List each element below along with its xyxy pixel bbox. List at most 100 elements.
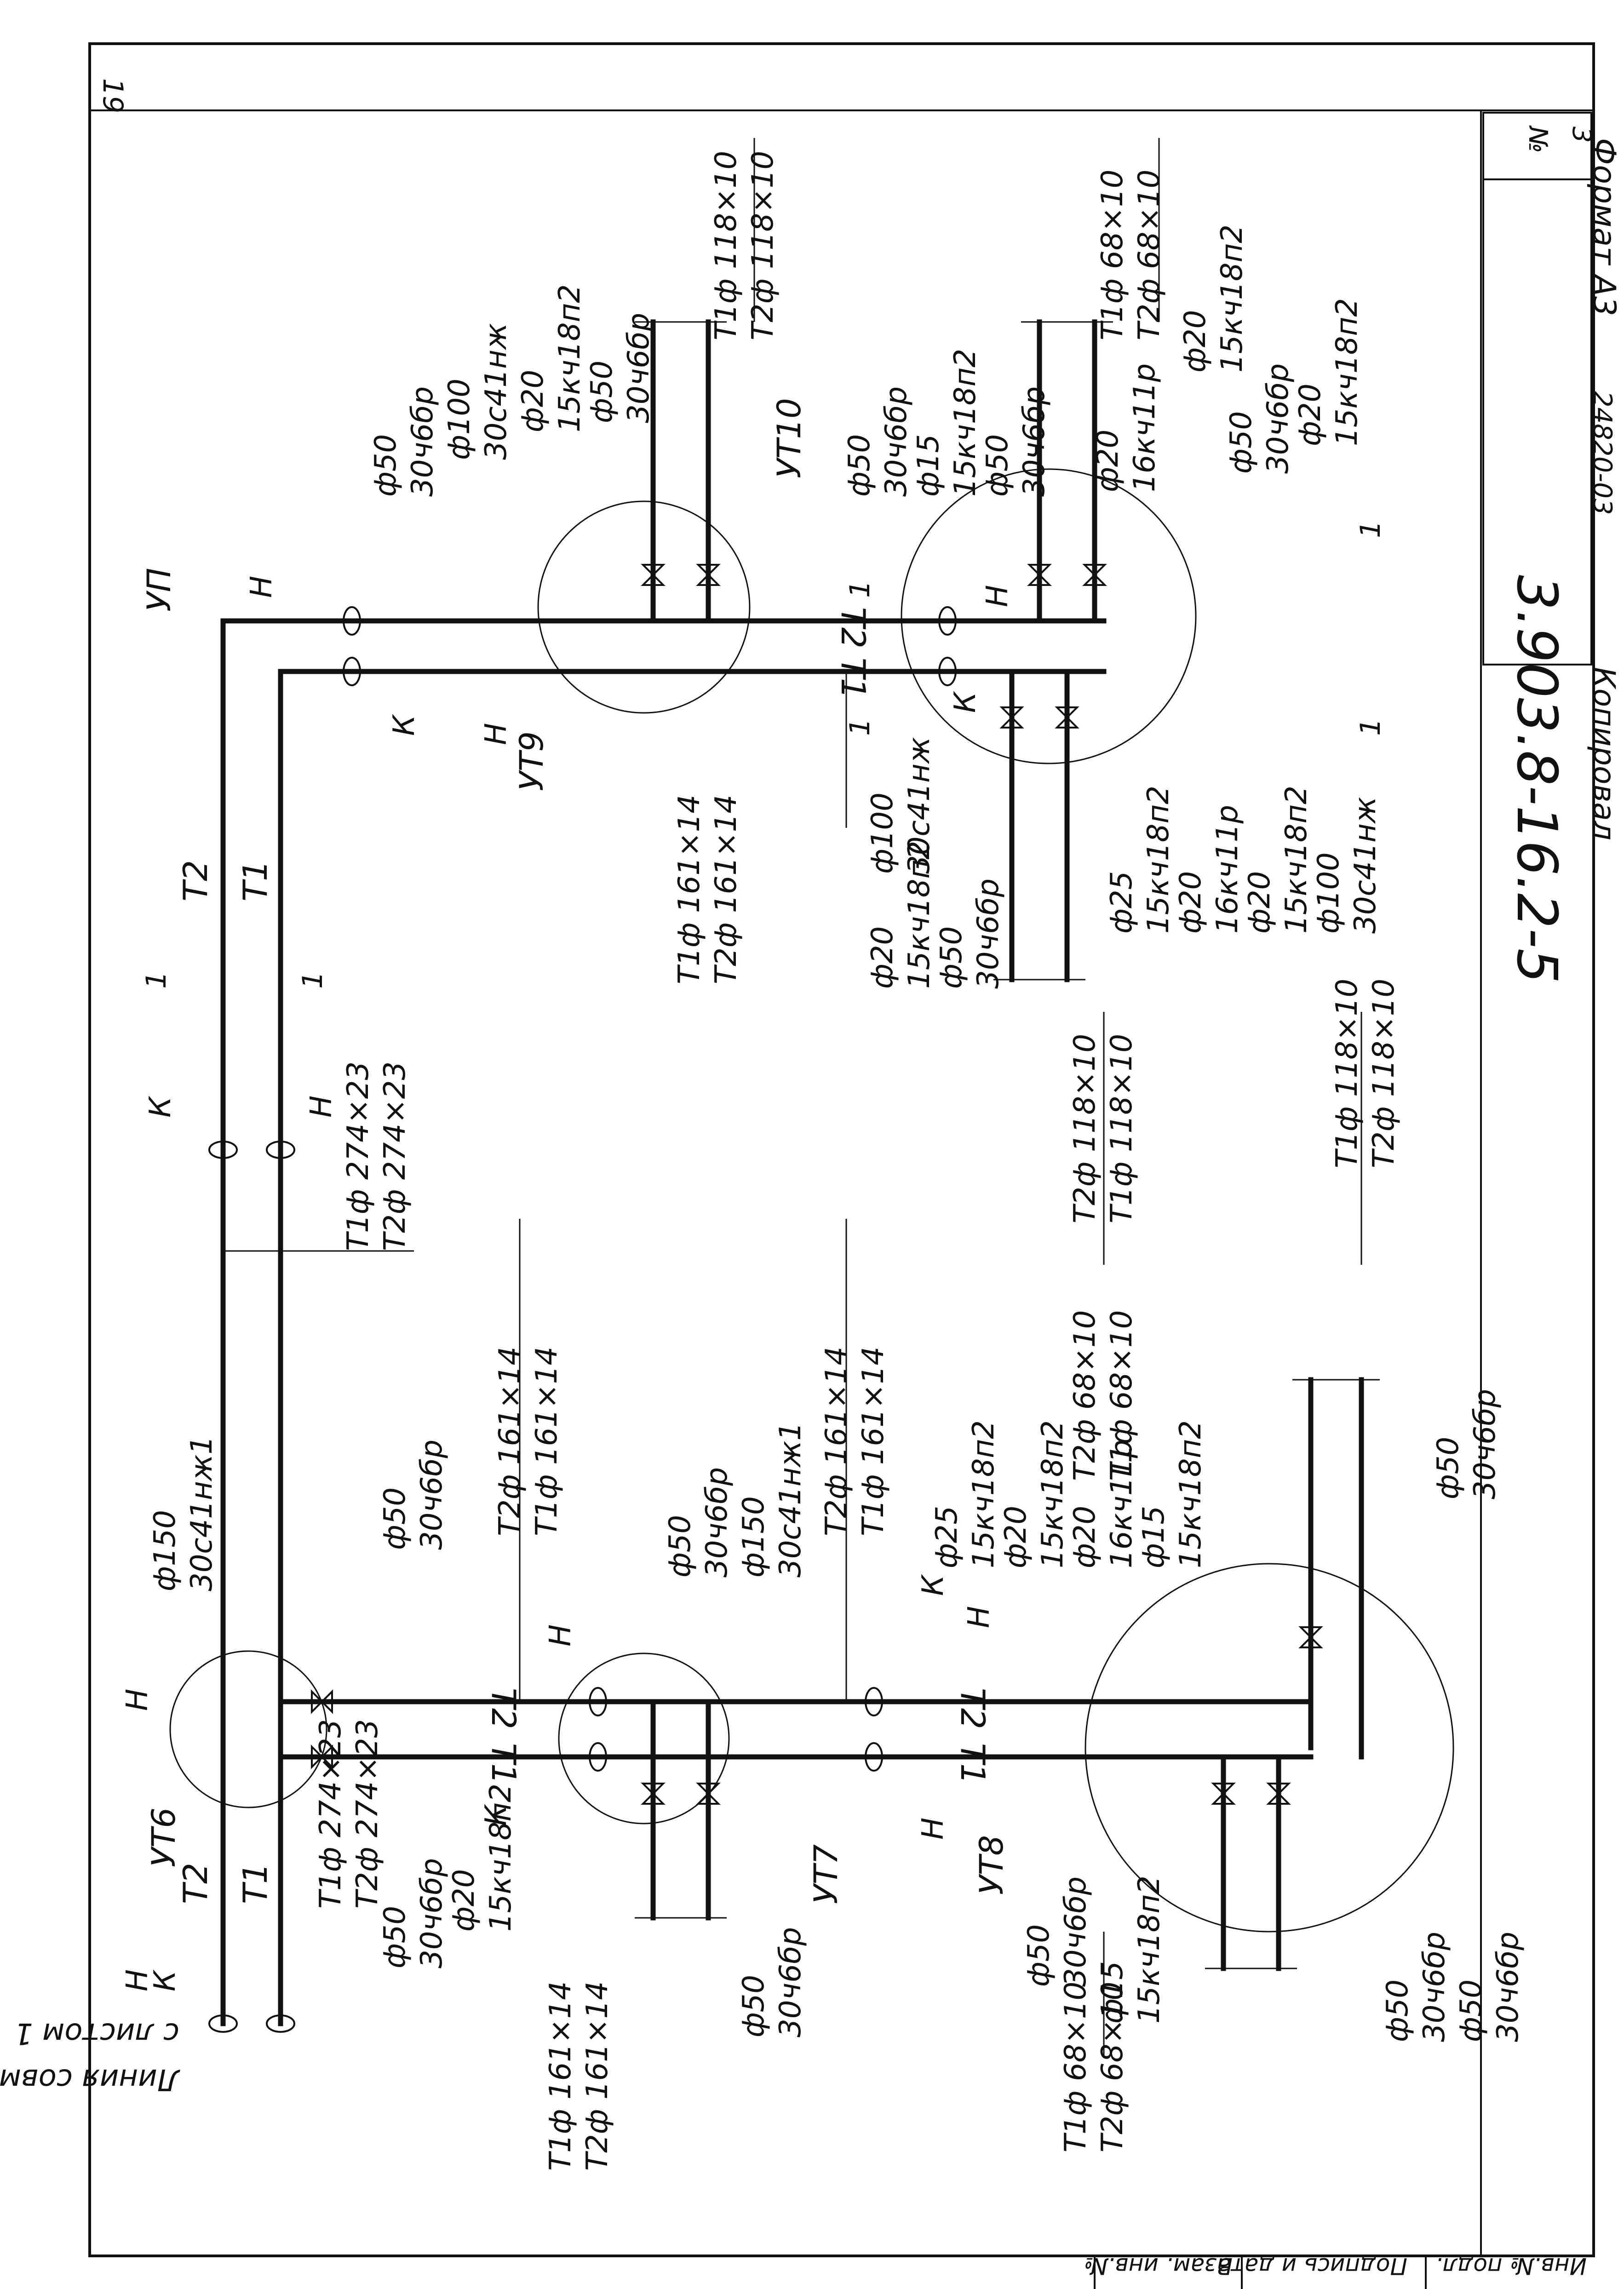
valve-30c41-a: 30с41нж1 — [185, 1436, 219, 1591]
valve-30ch6br-n: 30ч6бр — [971, 878, 1005, 989]
section-mark-2: 1 — [297, 971, 329, 989]
spec-274-t2-a: Т2ф 274×23 — [350, 1719, 384, 1909]
combine-line-label-2: с листом 1 — [14, 2016, 179, 2050]
valve-30ch6br-l: 30ч6бр — [1017, 386, 1051, 497]
valve-d50-j: ф50 — [585, 361, 619, 423]
spec-118-t2-a: Т2ф 118×10 — [746, 151, 780, 340]
format-label: Формат А3 — [1586, 138, 1622, 316]
section-mark-1: 1 — [140, 971, 172, 989]
valve-15kch-d: 15кч18п2 — [1174, 1420, 1208, 1568]
valve-d50-l: ф50 — [981, 434, 1015, 497]
label-h-2: Н — [121, 1689, 155, 1711]
label-k-2: К — [479, 1804, 513, 1826]
valve-d15-c: ф15 — [912, 434, 946, 497]
valve-d20-f: ф20 — [1178, 310, 1212, 373]
label-t2-upper: Т2 — [834, 607, 872, 648]
valve-d25-b: ф25 — [1105, 871, 1139, 934]
valve-15kch-g: 15кч18п2 — [948, 349, 982, 497]
spec-68-t1-b: Т1ф 68×10 — [1105, 1310, 1139, 1481]
valve-d50-e: ф50 — [1022, 1924, 1056, 1987]
valve-15kch-h: 15кч18п2 — [1215, 224, 1249, 373]
node-circle-ut9 — [537, 500, 751, 714]
valve-d50-h: ф50 — [1431, 1437, 1465, 1499]
node-circle-ut6 — [169, 1650, 327, 1808]
spec-118-t2-b: Т2ф 118×10 — [1068, 1034, 1102, 1223]
valve-15kch-i: 15кч18п2 — [1330, 298, 1364, 446]
spec-161-t1-d: Т1ф 161×14 — [672, 795, 706, 984]
spec-274-t1-b: Т1ф 274×23 — [341, 1061, 375, 1251]
valve-d20-b: ф20 — [999, 1506, 1033, 1568]
valve-30ch6br-i: 30ч6бр — [406, 386, 440, 497]
spec-161-t2-c: Т2ф 161×14 — [580, 1981, 614, 2171]
valve-15kch-f: 15кч18п2 — [553, 284, 587, 432]
spec-118-t1-c: Т1ф 118×10 — [1330, 979, 1364, 1168]
valve-d100-c: ф100 — [1312, 852, 1346, 934]
label-t2-lower: Т2 — [484, 1688, 523, 1729]
label-k-4: К — [143, 1096, 178, 1118]
leader-lines — [222, 138, 1362, 2056]
spec-161-t1-a: Т1ф 161×14 — [530, 1347, 564, 1536]
spec-161-t2-b: Т2ф 161×14 — [820, 1347, 854, 1536]
valve-d150-b: ф150 — [737, 1496, 771, 1578]
corner-cell: № — [1523, 125, 1553, 153]
label-h-6: Н — [304, 1096, 339, 1118]
spec-161-t2-d: Т2ф 161×14 — [709, 795, 743, 984]
spec-68-t1-a: Т1ф 68×10 — [1096, 170, 1130, 340]
valve-30ch6br-c: 30ч6бр — [700, 1467, 734, 1578]
node-circles — [169, 468, 1454, 1933]
node-ut6: УТ6 — [145, 1807, 183, 1867]
section-mark-3: 1 — [844, 580, 876, 598]
spec-118-t1-b: Т1ф 118×10 — [1105, 1034, 1139, 1223]
label-t1-upper: Т1 — [834, 658, 872, 699]
label-t2-left: Т2 — [176, 1863, 215, 1904]
valve-d15-b: ф15 — [1096, 1961, 1130, 2024]
valve-30ch6br-b: 30ч6бр — [415, 1858, 449, 1968]
node-up: УП — [140, 568, 178, 612]
label-t1-mid: Т1 — [236, 860, 275, 901]
document-code: 3.903.8-16.2-5 — [1504, 575, 1568, 983]
label-h-8: Н — [479, 723, 513, 745]
spec-68-t2-c: Т2ф 68×10 — [1096, 1982, 1130, 2152]
node-ut7: УТ7 — [807, 1844, 845, 1904]
spec-161-t1-b: Т1ф 161×14 — [856, 1347, 890, 1536]
valve-30c41nzh-c: 30с41нж — [1349, 797, 1383, 934]
valve-30ch6br-f: 30ч6бр — [1417, 1932, 1452, 2042]
valve-d20-a: ф20 — [447, 1869, 481, 1932]
spec-118-t2-c: Т2ф 118×10 — [1367, 979, 1401, 1168]
label-t1-left: Т1 — [236, 1863, 275, 1904]
valve-30c41nzh-b: 30с41нж — [902, 737, 936, 874]
node-circle-ut7 — [558, 1652, 730, 1824]
spec-274-t1-a: Т1ф 274×23 — [314, 1719, 348, 1909]
node-ut10: УТ10 — [770, 398, 808, 479]
label-k-6: К — [948, 691, 982, 713]
label-h-3: Н — [544, 1624, 578, 1646]
spec-68-t2-b: Т2ф 68×10 — [1068, 1310, 1102, 1481]
spec-68-t1-c: Т1ф 68×10 — [1059, 1982, 1093, 2152]
node-ut9: УТ9 — [513, 731, 551, 791]
valve-15kch-l: 15кч18п2 — [1280, 786, 1314, 934]
valve-d20-g: ф20 — [1293, 384, 1327, 446]
node-circle-ut10 — [901, 468, 1197, 764]
valve-30ch6br-m: 30ч6бр — [1261, 363, 1295, 474]
spec-161-t1-c: Т1ф 161×14 — [544, 1981, 578, 2171]
label-t1-lower: Т1 — [484, 1743, 523, 1784]
valve-d20-h: ф20 — [866, 926, 900, 989]
valve-30c41nzh-a: 30с41нж — [479, 323, 513, 460]
valve-d50-k: ф50 — [843, 434, 877, 497]
valve-d20-c: ф20 — [1068, 1506, 1102, 1568]
format-code: 24820-03 — [1587, 391, 1617, 515]
valve-d50-i: ф50 — [369, 434, 403, 497]
valve-30ch6br-k: 30ч6бр — [879, 386, 913, 497]
sheet-frame — [88, 42, 1595, 2289]
valve-30ch6br-d: 30ч6бр — [774, 1927, 808, 2037]
valve-30ch6br-e: 30ч6бр — [1059, 1876, 1093, 1987]
combine-line-label-1: Линия совмещения — [0, 2062, 180, 2096]
valve-d50-c: ф50 — [663, 1515, 697, 1578]
spec-161-t2-a: Т2ф 161×14 — [493, 1347, 527, 1536]
valve-15kch-k: 15кч18п2 — [1142, 786, 1176, 934]
label-t2-mid: Т2 — [176, 860, 215, 901]
stamp-sign: Подпись и дата — [1217, 2253, 1407, 2279]
valve-30c41-b: 30с41нж1 — [774, 1422, 808, 1578]
valve-d20-e: ф20 — [1091, 430, 1125, 492]
